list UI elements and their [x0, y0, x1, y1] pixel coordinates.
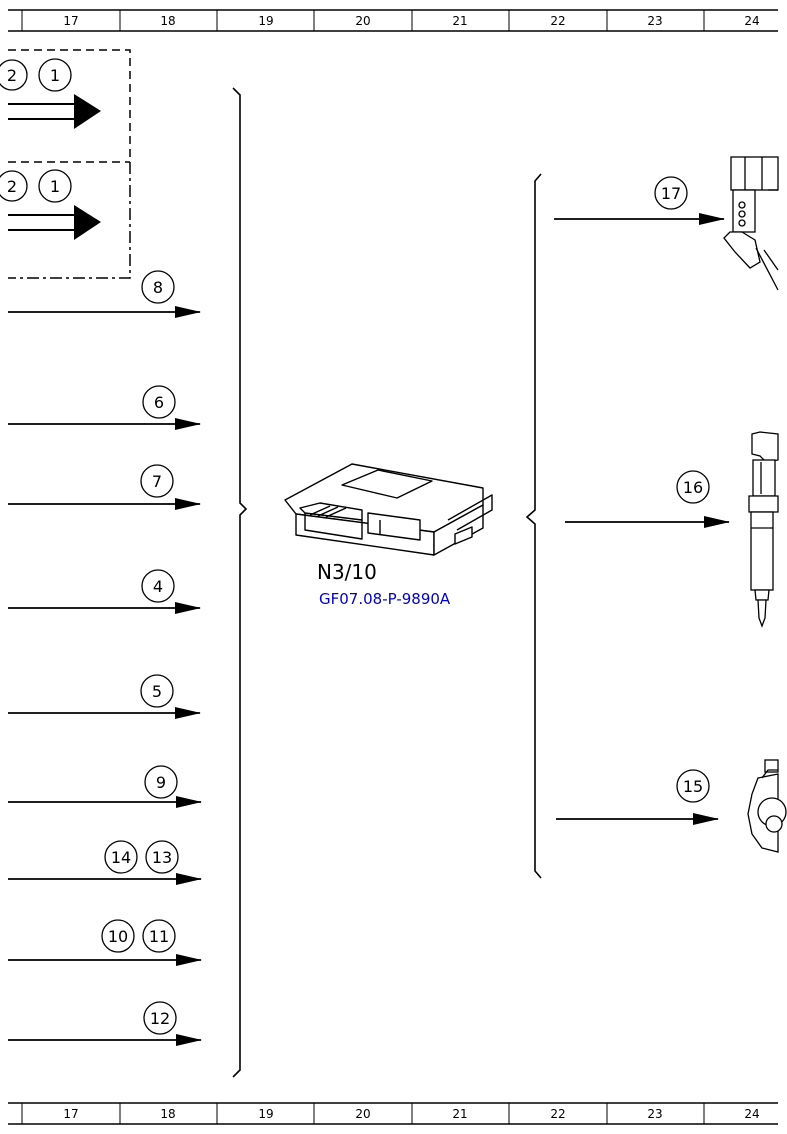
callout-2: 2: [0, 59, 28, 91]
svg-text:6: 6: [154, 393, 164, 412]
svg-text:8: 8: [153, 278, 163, 297]
svg-text:7: 7: [152, 472, 162, 491]
module-reference-link[interactable]: GF07.08-P-9890A: [319, 590, 451, 608]
input-signal-5: 5: [8, 674, 201, 719]
svg-text:4: 4: [153, 577, 163, 596]
output-bracket: [525, 173, 542, 879]
double-arrow-icon: [8, 94, 101, 129]
svg-text:10: 10: [108, 927, 128, 946]
ruler-bottom: 17 18 19 20 21 22 23 24: [8, 1102, 778, 1125]
ruler-bottom-label: 22: [550, 1107, 565, 1121]
double-arrow-icon: [8, 205, 101, 240]
fuel-pressure-regulator-icon: [723, 156, 779, 291]
callout-2: 2: [0, 170, 28, 202]
ruler-bottom-label: 21: [452, 1107, 467, 1121]
ruler-top-label: 20: [355, 14, 370, 28]
svg-text:11: 11: [149, 927, 169, 946]
input-signal-8: 8: [8, 270, 201, 318]
svg-text:2: 2: [7, 177, 17, 196]
ruler-bottom-label: 19: [258, 1107, 273, 1121]
ruler-top-label: 17: [63, 14, 78, 28]
input-signal-9: 9: [8, 765, 202, 808]
svg-text:14: 14: [111, 848, 131, 867]
svg-text:9: 9: [156, 773, 166, 792]
ruler-bottom-label: 23: [647, 1107, 662, 1121]
input-signal-4: 4: [8, 569, 201, 614]
svg-text:13: 13: [152, 848, 172, 867]
ruler-top-label: 19: [258, 14, 273, 28]
input-box-a: 2 1: [0, 49, 131, 163]
ruler-top-label: 24: [744, 14, 759, 28]
ruler-top-label: 23: [647, 14, 662, 28]
output-signal-15: 15: [556, 769, 719, 825]
input-signal-7: 7: [8, 464, 201, 510]
output-signal-17: 17: [554, 176, 725, 225]
callout-1: 1: [38, 169, 72, 203]
ruler-top-label: 21: [452, 14, 467, 28]
ruler-bottom-label: 24: [744, 1107, 759, 1121]
ruler-bottom-label: 17: [63, 1107, 78, 1121]
ruler-top: 17 18 19 20 21 22 23 24: [8, 9, 778, 32]
module-name: N3/10: [317, 560, 377, 584]
svg-text:1: 1: [50, 66, 60, 85]
svg-text:1: 1: [50, 177, 60, 196]
input-signal-14-13: 14 13: [8, 840, 202, 885]
ruler-bottom-label: 18: [160, 1107, 175, 1121]
svg-text:2: 2: [7, 66, 17, 85]
input-box-b: 2 1: [0, 162, 131, 279]
input-signal-10-11: 10 11: [8, 919, 202, 966]
svg-text:15: 15: [683, 777, 703, 796]
fuel-injector-icon: [748, 431, 779, 628]
output-signal-16: 16: [565, 470, 730, 528]
svg-text:12: 12: [150, 1009, 170, 1028]
svg-text:16: 16: [683, 478, 703, 497]
input-bracket: [232, 87, 248, 1078]
svg-text:5: 5: [152, 682, 162, 701]
callout-1: 1: [38, 58, 72, 92]
svg-text:17: 17: [661, 184, 681, 203]
ruler-top-label: 18: [160, 14, 175, 28]
high-pressure-pump-icon: [747, 759, 787, 853]
input-signal-6: 6: [8, 385, 201, 430]
ruler-bottom-label: 20: [355, 1107, 370, 1121]
control-unit-icon: [284, 463, 493, 556]
ruler-top-label: 22: [550, 14, 565, 28]
input-signal-12: 12: [8, 1001, 202, 1046]
